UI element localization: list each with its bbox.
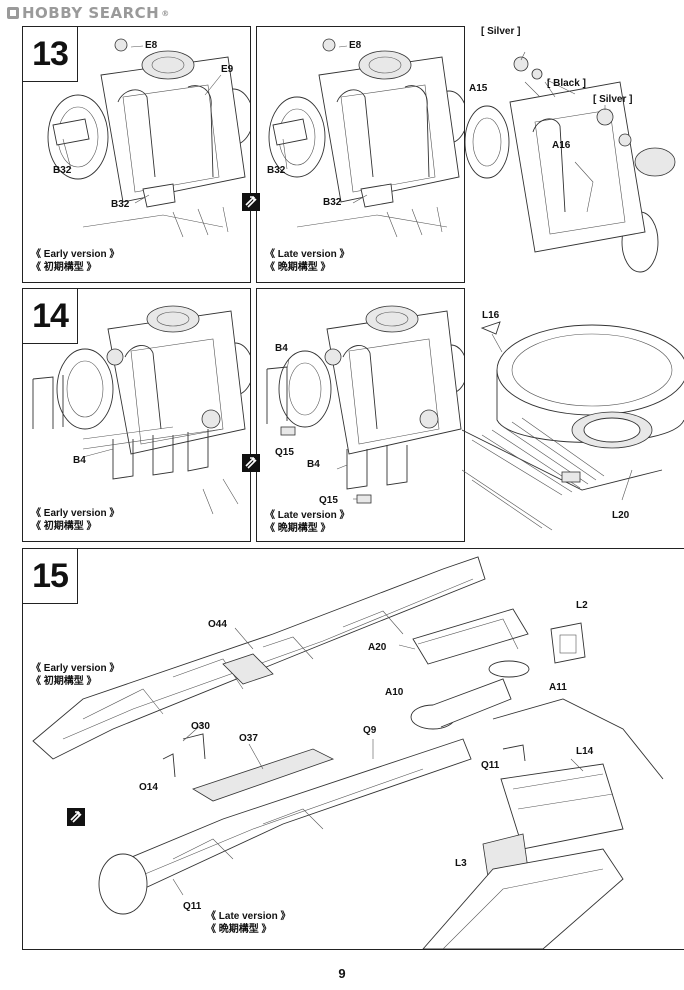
version-caption-late: 《 Late version 》 《 晩期構型 》 <box>206 910 290 936</box>
step14-late-illustration <box>266 305 464 504</box>
version-label-ja: 《 晩期構型 》 <box>206 924 272 935</box>
part-label-b32: B32 <box>267 165 286 176</box>
part-label-b32: B32 <box>111 199 130 210</box>
part-label-b4: B4 <box>307 459 320 470</box>
part-label-l16: L16 <box>482 310 500 321</box>
step15-illustration <box>32 556 664 949</box>
part-label-o14: O14 <box>139 782 158 793</box>
watermark-registered-mark: ® <box>161 8 170 18</box>
part-label-l20: L20 <box>612 510 630 521</box>
version-caption-late: 《 Late version 》 《 晩期構型 》 <box>265 509 349 535</box>
version-label-ja: 《 晩期構型 》 <box>265 523 331 534</box>
part-label-b4: B4 <box>275 343 288 354</box>
step14-turret-illustration <box>462 321 684 531</box>
version-label-en: 《 Late version 》 <box>265 249 350 260</box>
version-caption-late: 《 Late version 》 《 晩期構型 》 <box>265 248 349 274</box>
version-label-ja: 《 初期構型 》 <box>31 676 97 687</box>
part-label-a20: A20 <box>368 642 387 653</box>
step13-late-panel: E8 B32 B32 《 Late version 》 《 晩期構型 》 <box>256 26 465 283</box>
part-label-a16: A16 <box>552 140 571 151</box>
paint-label-black: [ Black ] <box>547 78 586 89</box>
part-label-o44: O44 <box>208 619 227 630</box>
version-label-en: 《 Early version 》 <box>31 249 120 260</box>
step14-turret-view: L16 L20 <box>462 300 684 540</box>
part-label-q9: Q9 <box>363 725 377 736</box>
step14-early-illustration <box>32 305 250 515</box>
version-caption-early: 《 Early version 》 《 初期構型 》 <box>31 507 119 533</box>
step13-early-panel: E8 E9 B32 B32 《 Early version 》 《 初期構型 》 <box>22 26 251 283</box>
part-label-q15: Q15 <box>319 495 338 506</box>
part-label-e9: E9 <box>221 64 234 75</box>
part-label-q11: Q11 <box>183 901 202 912</box>
version-label-ja: 《 初期構型 》 <box>31 521 97 532</box>
paint-label-silver: [ Silver ] <box>481 26 521 37</box>
part-label-o37: O37 <box>239 733 258 744</box>
step14-late-panel: B4 Q15 B4 Q15 《 Late version 》 《 晩期構型 》 <box>256 288 465 542</box>
step-number-15: 15 <box>22 548 78 604</box>
step-number-13: 13 <box>22 26 78 82</box>
part-label-e8: E8 <box>145 40 158 51</box>
hobby-search-logo-icon <box>7 7 19 19</box>
step-number-14: 14 <box>22 288 78 344</box>
step13-early-illustration <box>47 38 250 238</box>
version-label-ja: 《 晩期構型 》 <box>265 262 331 273</box>
part-label-l2: L2 <box>576 600 588 611</box>
step13-detail-view: [ Silver ] A15 [ Black ] [ Silver ] A16 <box>465 22 684 284</box>
part-label-a10: A10 <box>385 687 404 698</box>
part-label-l14: L14 <box>576 746 594 757</box>
version-label-en: 《 Early version 》 <box>31 508 120 519</box>
page-number: 9 <box>338 966 346 981</box>
hobby-search-watermark: HOBBY SEARCH ® <box>6 4 174 22</box>
part-label-q11: Q11 <box>481 760 500 771</box>
swap-arrows-icon <box>242 454 260 472</box>
part-label-b32: B32 <box>323 197 342 208</box>
version-label-en: 《 Early version 》 <box>31 663 120 674</box>
part-label-o30: O30 <box>191 721 210 732</box>
swap-arrows-icon <box>242 193 260 211</box>
step13-late-illustration <box>268 38 464 238</box>
paint-label-silver: [ Silver ] <box>593 94 633 105</box>
step15-panel: O44 A20 L2 A10 A11 O30 O37 Q9 O14 Q11 L1… <box>22 548 684 950</box>
swap-arrows-icon <box>67 808 85 826</box>
version-caption-early: 《 Early version 》 《 初期構型 》 <box>31 662 119 688</box>
version-label-en: 《 Late version 》 <box>206 911 291 922</box>
watermark-brand: HOBBY SEARCH <box>22 4 160 22</box>
part-label-q15: Q15 <box>275 447 294 458</box>
step13-detail-illustration <box>465 51 676 273</box>
version-label-en: 《 Late version 》 <box>265 510 350 521</box>
part-label-a15: A15 <box>469 83 488 94</box>
version-caption-early: 《 Early version 》 《 初期構型 》 <box>31 248 119 274</box>
part-label-a11: A11 <box>549 682 567 693</box>
part-label-e8: E8 <box>349 40 362 51</box>
part-label-b32: B32 <box>53 165 72 176</box>
part-label-l3: L3 <box>455 858 467 869</box>
version-label-ja: 《 初期構型 》 <box>31 262 97 273</box>
part-label-b4: B4 <box>73 455 86 466</box>
